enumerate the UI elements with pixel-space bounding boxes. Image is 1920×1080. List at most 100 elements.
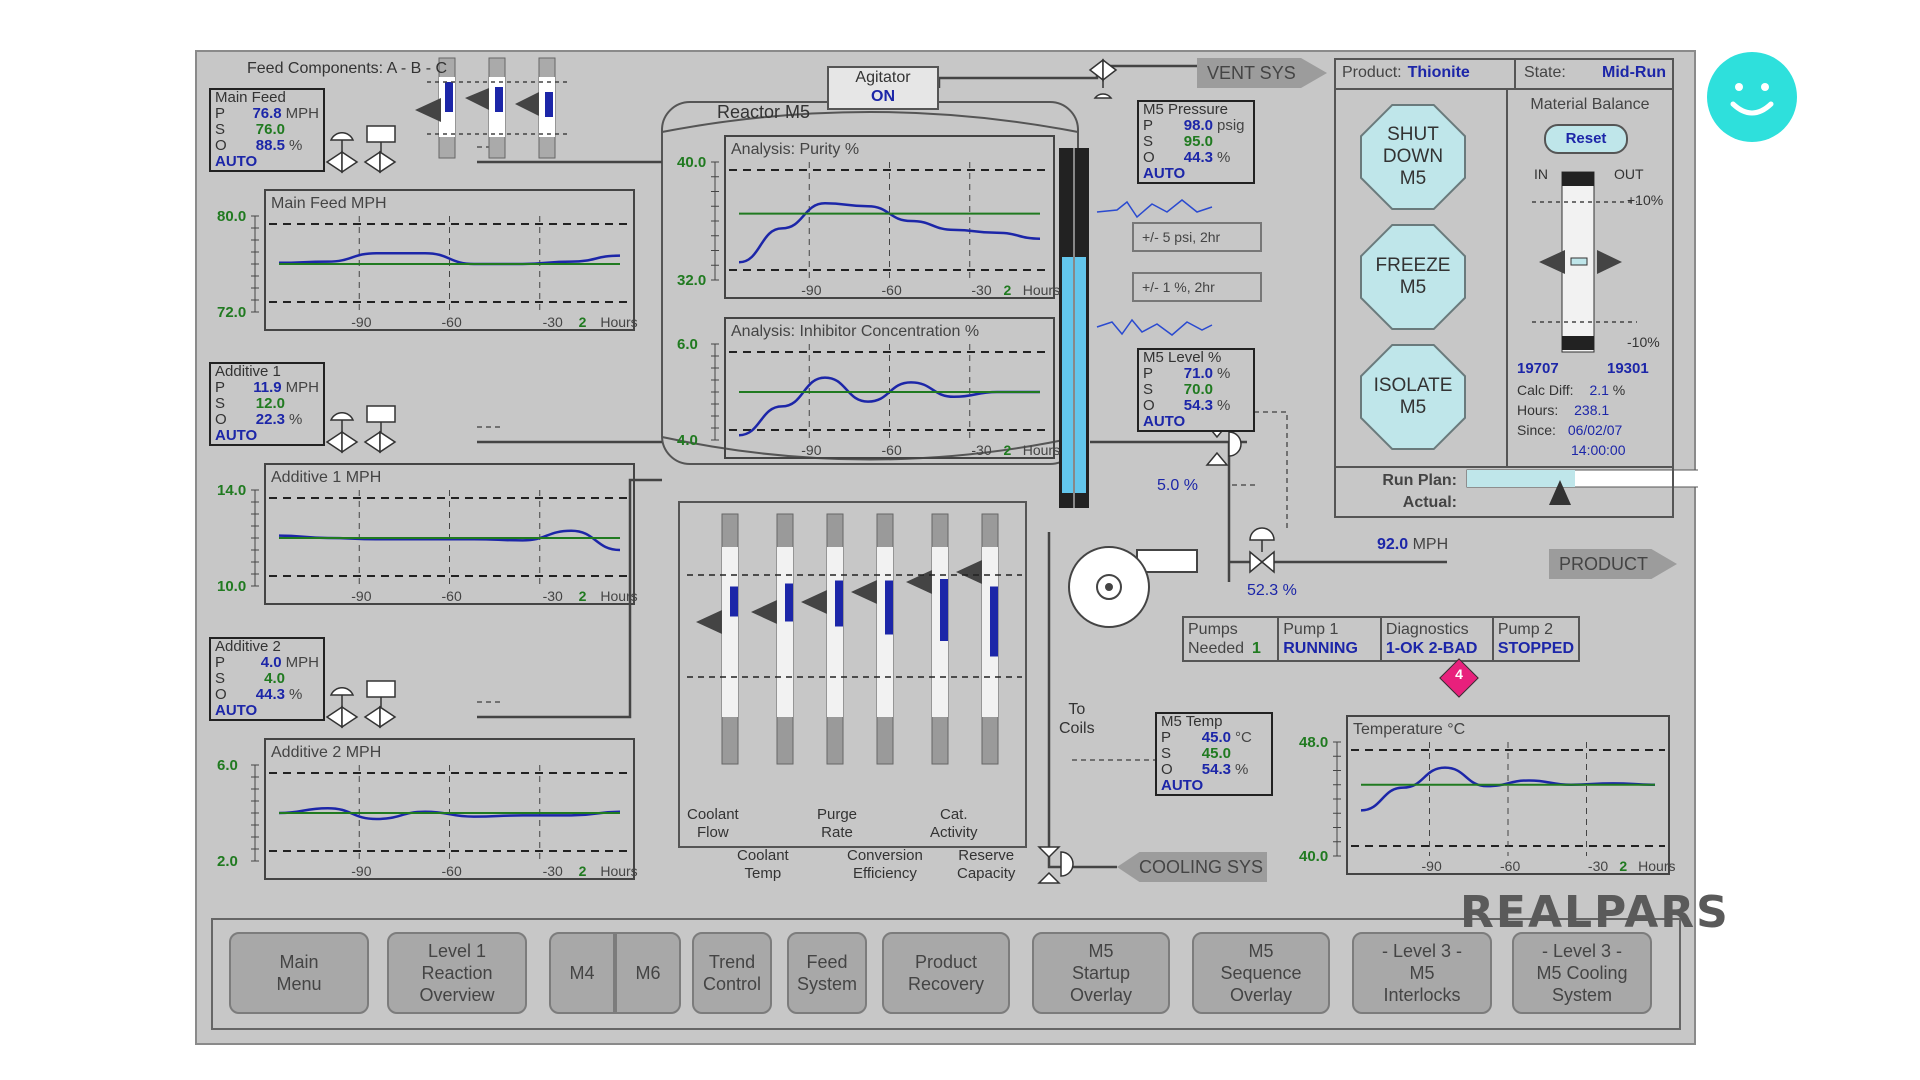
agitator-title: Agitator [855,69,911,86]
out-label: OUT [1614,166,1644,182]
nav-button-7[interactable]: M5 Startup Overlay [1032,932,1170,1014]
x-tick-label: Hours [600,314,637,330]
material-balance-title: Material Balance [1530,96,1650,113]
x-tick-label: -90 [351,863,371,879]
product-tag[interactable]: PRODUCT [1549,549,1677,579]
vent-sys-tag[interactable]: VENT SYS [1197,58,1327,88]
pv-letter: P [1143,117,1154,134]
calc-diff-unit: % [1612,382,1626,398]
y-tick-label: 6.0 [677,336,698,353]
main-feed-mode[interactable]: AUTO [215,153,258,170]
pv-letter: P [1161,729,1172,746]
pressure-trend-range[interactable]: +/- 5 psi, 2hr [1132,222,1262,252]
unit: % [1217,397,1231,414]
product-valve-reading: 52.3 % [1247,582,1297,599]
x-tick-label: -60 [442,314,462,330]
additive2-pv: 4.0 [260,654,282,671]
reset-button[interactable]: Reset [1544,124,1628,154]
diagnostics-cell[interactable]: Diagnostics 1-OK 2-BAD [1382,618,1494,660]
pumps-needed-value: 1 [1252,640,1261,657]
cat-activity-label: Cat. Activity [930,806,978,841]
m5-level-title: M5 Level % [1143,349,1222,366]
diagnostic-alarm-count: 4 [1455,666,1463,682]
pumps-needed-cell: Pumps Needed 1 [1184,618,1280,660]
reserve-capacity-label: Reserve Capacity [957,847,1016,882]
out-total: 19301 [1607,360,1649,377]
chart-title: Temperature °C [1353,721,1465,738]
nav-button-2[interactable]: M4 [549,932,615,1014]
pump1-cell[interactable]: Pump 1 RUNNING [1279,618,1382,660]
nav-button-5[interactable]: Feed System [787,932,867,1014]
agitator-box[interactable]: Agitator ON [827,66,939,110]
unit: % [1235,761,1249,778]
x-tick-label: -90 [351,314,371,330]
level-trend-range[interactable]: +/- 1 %, 2hr [1132,272,1262,302]
x-tick-label: -60 [442,863,462,879]
tank-bar-fill [777,547,793,717]
cooling-sys-tag[interactable]: COOLING SYS [1117,852,1267,882]
tank-bar-setpoint [851,580,877,604]
additive1-mode[interactable]: AUTO [215,427,258,444]
actual-label: Actual: [1402,494,1457,511]
pump2-cell[interactable]: Pump 2 STOPPED [1494,618,1578,660]
x-tick-label: 2 [1619,858,1627,874]
m5-pressure-mode[interactable]: AUTO [1143,165,1186,182]
nav-button-9[interactable]: - Level 3 - M5 Interlocks [1352,932,1492,1014]
chart-title: Additive 2 MPH [271,744,381,761]
product-cell: Product: Thionite [1334,58,1516,88]
shutdown-m5-button[interactable]: SHUT DOWN M5 [1362,106,1464,208]
x-tick-label: -30 [543,314,563,330]
chart-title: Additive 1 MPH [271,469,381,486]
tank-bar-setpoint [801,590,827,614]
y-tick-label: 14.0 [217,482,246,499]
additive1-title: Additive 1 [215,363,281,380]
tank-bar-indicator [940,579,948,641]
tank-bar-indicator [835,580,843,627]
unit: psig [1217,117,1245,134]
nav-button-8[interactable]: M5 Sequence Overlay [1192,932,1330,1014]
state-cell: State: Mid-Run [1516,64,1674,82]
nav-button-3[interactable]: M6 [615,932,681,1014]
y-tick-label: 40.0 [1299,848,1328,865]
freeze-m5-button[interactable]: FREEZE M5 [1362,226,1464,328]
pump2-label: Pump 2 [1497,621,1553,638]
nav-button-10[interactable]: - Level 3 - M5 Cooling System [1512,932,1652,1014]
plot-frame [1346,715,1670,875]
m5-level-mode[interactable]: AUTO [1143,413,1186,430]
nav-button-4[interactable]: Trend Control [692,932,772,1014]
tank-bar-setpoint [696,610,722,634]
nav-button-1[interactable]: Level 1 Reaction Overview [387,932,527,1014]
tank-bar-setpoint [906,570,932,594]
x-tick-label: -30 [543,863,563,879]
m5-temp-sp: 45.0 [1201,745,1231,762]
m5-temp-mode[interactable]: AUTO [1161,777,1204,794]
out-letter: O [1143,397,1155,414]
pv-letter: P [215,105,226,122]
additive2-mode[interactable]: AUTO [215,702,258,719]
x-tick-label: -30 [1588,858,1608,874]
y-tick-label: 80.0 [217,208,246,225]
nav-button-6[interactable]: Product Recovery [882,932,1010,1014]
actual-marker [1549,480,1571,505]
bar-panel [678,501,1027,848]
x-tick-label: Hours [1023,442,1060,458]
m5-temp-title: M5 Temp [1161,713,1223,730]
nav-button-0[interactable]: Main Menu [229,932,369,1014]
product-header: Product: Thionite State: Mid-Run [1334,58,1674,90]
m5-level-pv: 71.0 [1183,365,1213,382]
isolate-m5-button[interactable]: ISOLATE M5 [1362,346,1464,448]
realpars-watermark: REALPARS [1460,887,1730,938]
